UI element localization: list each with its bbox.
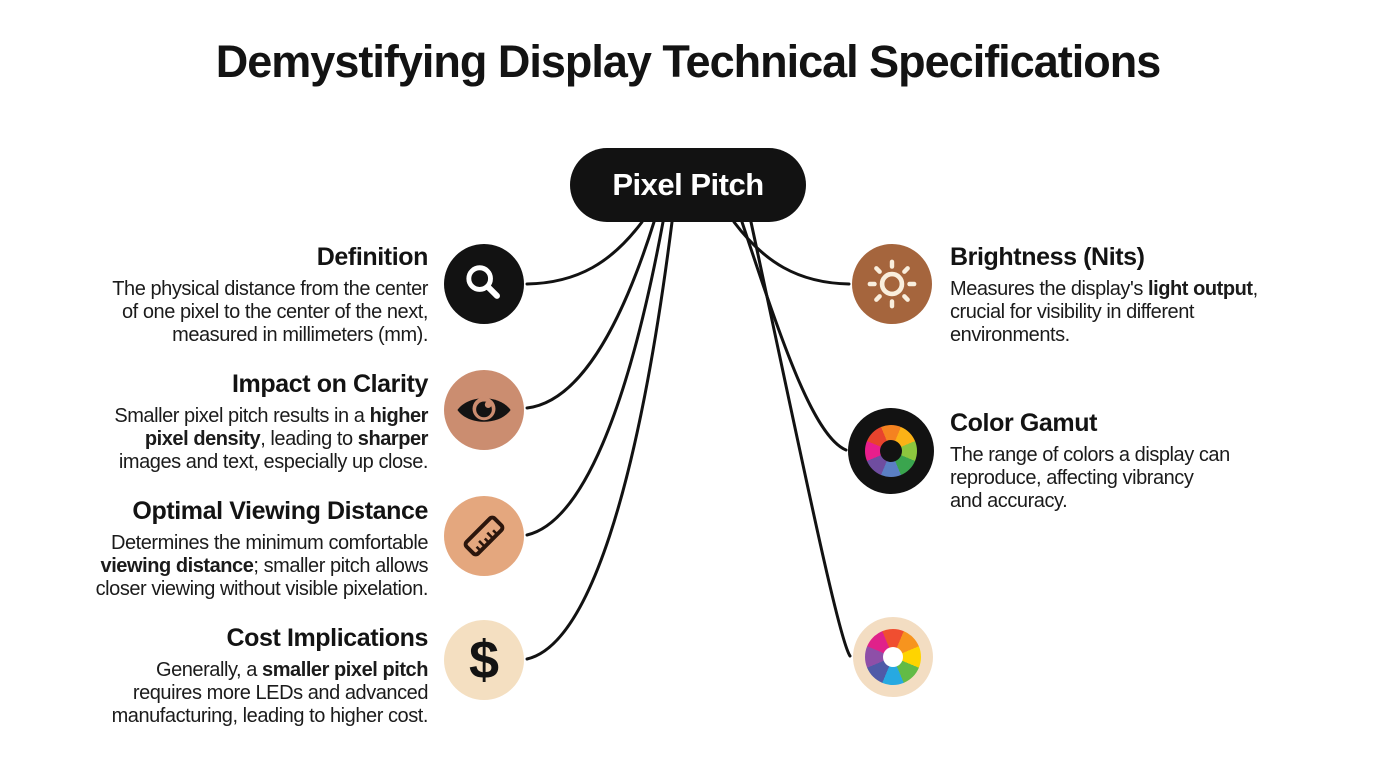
section-heading: Brightness (Nits) bbox=[950, 243, 1145, 271]
section-heading: Color Gamut bbox=[950, 409, 1097, 437]
section-body: The physical distance from the center of… bbox=[112, 278, 428, 346]
sun-icon bbox=[852, 244, 932, 324]
color-wheel-center bbox=[880, 440, 902, 462]
section-definition: Definition The physical distance from th… bbox=[68, 243, 428, 347]
section-body: The range of colors a display can reprod… bbox=[950, 444, 1230, 512]
section-body: Determines the minimum comfortable viewi… bbox=[95, 532, 429, 600]
connector-line-viewing-distance bbox=[525, 220, 665, 537]
section-body: Smaller pixel pitch results in a higher … bbox=[114, 405, 428, 473]
section-cost-implications: Cost Implications Generally, a smaller p… bbox=[68, 624, 429, 728]
ruler-icon bbox=[444, 496, 524, 576]
section-body: Measures the display's light output, cru… bbox=[950, 278, 1258, 346]
section-heading: Impact on Clarity bbox=[231, 370, 428, 398]
connector-line-cost bbox=[525, 220, 674, 661]
dollar-icon: $ bbox=[444, 620, 524, 700]
section-optimal-viewing-distance: Optimal Viewing Distance Determines the … bbox=[68, 497, 429, 601]
color-wheel bbox=[865, 425, 917, 477]
connector-line-clarity bbox=[525, 220, 656, 410]
color-gamut-wheel-icon bbox=[848, 408, 934, 494]
color-wheel-icon bbox=[853, 617, 933, 697]
section-heading: Definition bbox=[316, 243, 429, 271]
section-body: Generally, a smaller pixel pitch require… bbox=[111, 659, 429, 727]
connector-line-color-wheel bbox=[749, 220, 852, 658]
magnifier-icon bbox=[444, 244, 524, 324]
connector-line-definition bbox=[525, 220, 644, 286]
section-impact-on-clarity: Impact on Clarity Smaller pixel pitch re… bbox=[68, 370, 428, 474]
dollar-glyph: $ bbox=[468, 630, 500, 690]
section-heading: Cost Implications bbox=[226, 624, 428, 652]
connector-line-brightness bbox=[732, 220, 851, 286]
color-wheel bbox=[865, 629, 921, 685]
section-heading: Optimal Viewing Distance bbox=[132, 497, 428, 525]
central-node-label: Pixel Pitch bbox=[612, 167, 764, 202]
eye-icon bbox=[444, 370, 524, 450]
section-color-gamut: Color Gamut The range of colors a displa… bbox=[950, 409, 1320, 513]
connector-line-color-gamut bbox=[740, 220, 848, 452]
page-title: Demystifying Display Technical Specifica… bbox=[215, 36, 1161, 87]
section-brightness-nits: Brightness (Nits) Measures the display's… bbox=[950, 243, 1320, 347]
central-node-pixel-pitch: Pixel Pitch bbox=[570, 148, 806, 222]
color-wheel-center bbox=[883, 647, 903, 667]
